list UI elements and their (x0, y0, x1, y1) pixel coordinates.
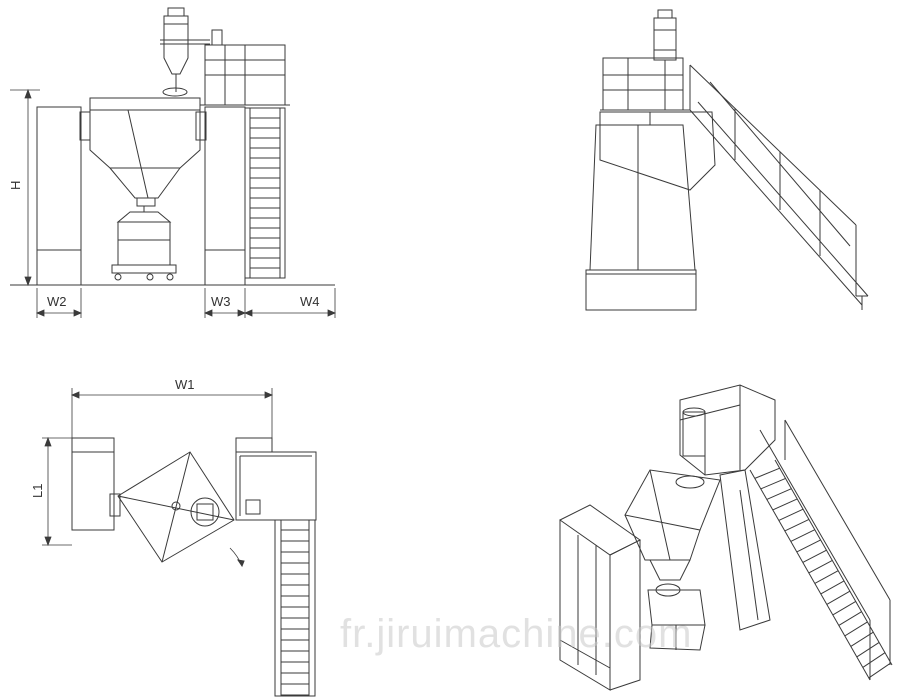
stair-rung (838, 611, 862, 626)
stair-rung (784, 518, 810, 532)
stair-rung (772, 498, 798, 511)
plan-bin (109, 451, 245, 568)
left-column (36, 106, 82, 286)
iso-left-column (559, 504, 641, 691)
stair-rung (850, 631, 874, 647)
front-view (10, 7, 337, 318)
column-housing (589, 124, 696, 271)
stair-rung (754, 467, 780, 479)
stair-rung (856, 642, 880, 658)
dim-label-w4: W4 (300, 294, 320, 309)
iso-stair (749, 419, 893, 681)
iso-right-column (719, 469, 771, 631)
dim-label-l1: L1 (30, 484, 45, 498)
stair-rung (802, 549, 827, 563)
dim-label-h: H (8, 181, 23, 190)
dim-label-w2: W2 (47, 294, 67, 309)
stair-rung (832, 601, 856, 616)
stair-rung (820, 580, 845, 595)
iso-platform (679, 384, 776, 476)
stair-rung (766, 488, 792, 500)
stair-rung (826, 590, 851, 605)
stair-steps (250, 117, 280, 269)
stair-rung (844, 621, 868, 637)
plan-left-column (71, 437, 115, 531)
iso-bin (624, 469, 721, 581)
dim-label-w3: W3 (211, 294, 231, 309)
inclined-stair (689, 64, 869, 310)
ibc-bin (111, 206, 177, 281)
watermark-text: fr.jiruimachine.com (340, 612, 693, 656)
side-view (585, 9, 869, 311)
mixer-bin (79, 87, 207, 207)
plan-platform (235, 451, 317, 521)
stair-rung (790, 529, 815, 542)
stair-rung (814, 570, 839, 584)
right-column (204, 106, 246, 286)
plan-stair (274, 519, 316, 697)
iso-ibc (647, 583, 706, 651)
stair-rung (796, 539, 821, 553)
platform-with-stair (200, 29, 290, 279)
isometric-view (559, 384, 893, 691)
dust-filter (160, 7, 210, 92)
width-dimensions (35, 288, 337, 318)
height-dimension (10, 88, 40, 287)
stair-rung (808, 560, 833, 574)
stair-rung (760, 477, 786, 490)
dim-label-w1: W1 (175, 377, 195, 392)
stair-rung (778, 508, 804, 521)
plan-view (42, 388, 317, 697)
stair-rung (862, 652, 886, 668)
stair-rung (868, 662, 892, 679)
